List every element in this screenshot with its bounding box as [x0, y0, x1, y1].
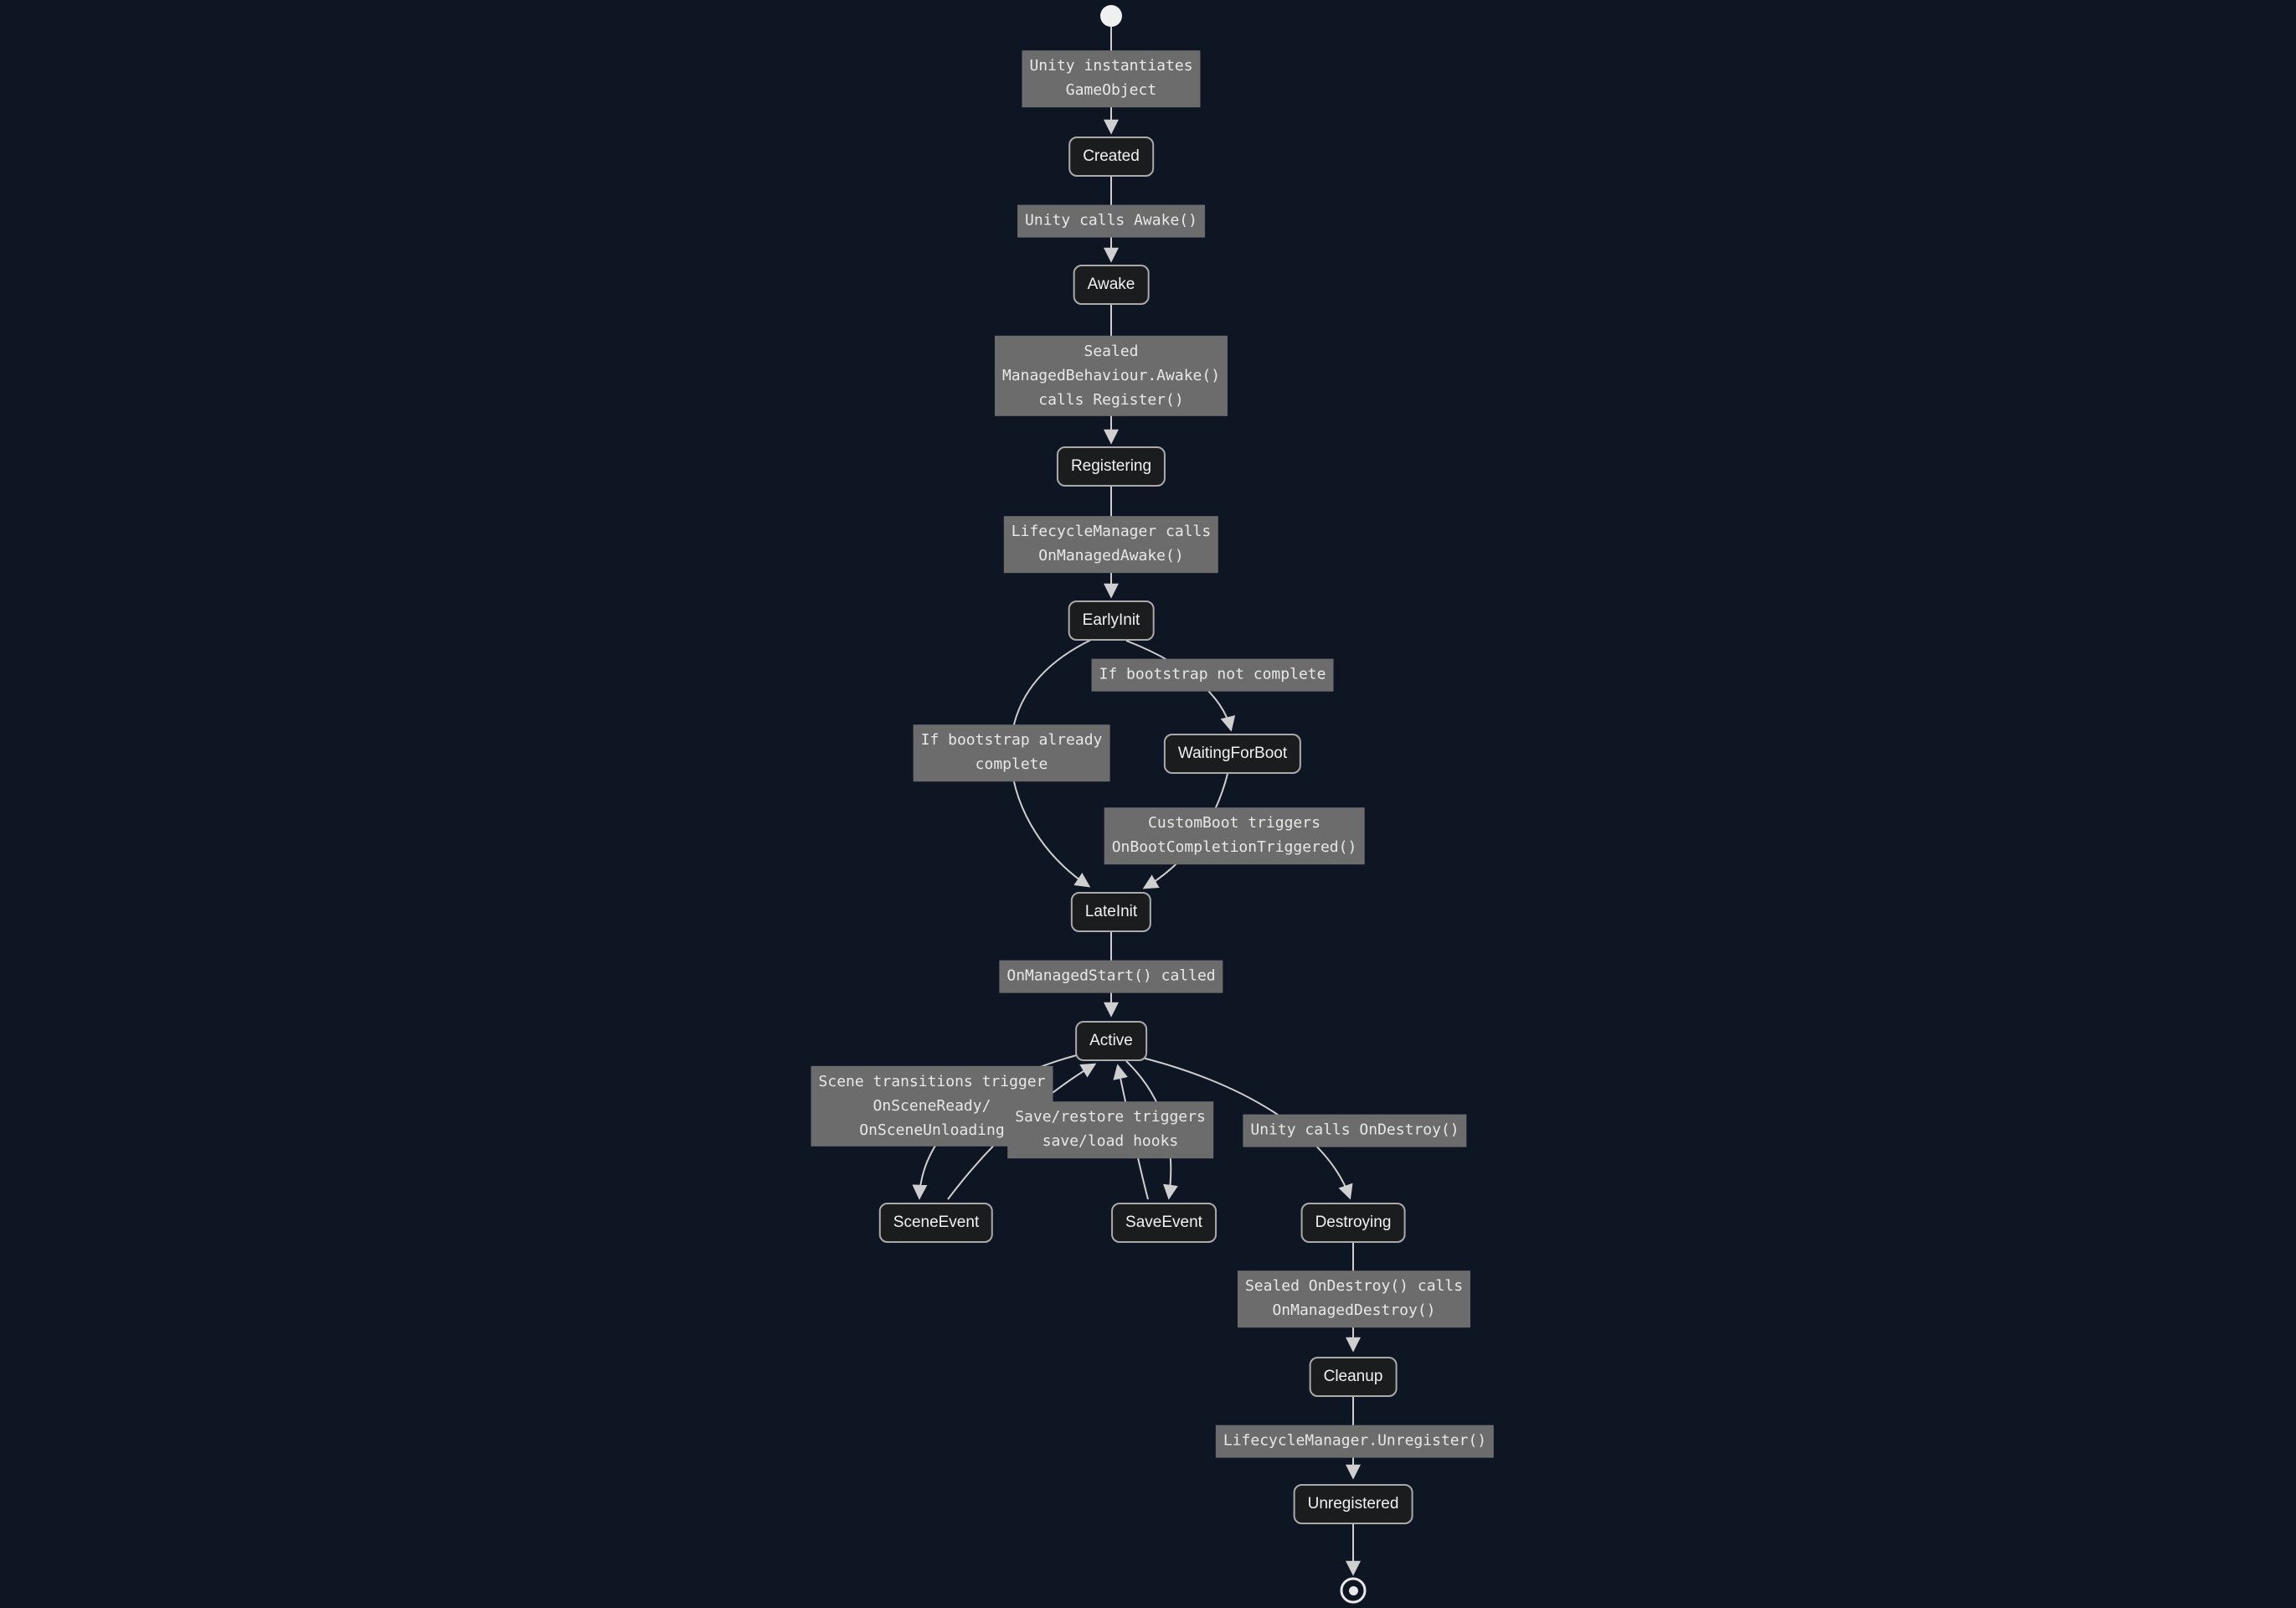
state-waitingforboot: WaitingForBoot	[1163, 734, 1302, 774]
edge-label-custom-boot: CustomBoot triggers OnBootCompletionTrig…	[1104, 807, 1365, 864]
edge-label-boot-not-complete: If bootstrap not complete	[1091, 658, 1334, 692]
edge-label-sealed-awake: Sealed ManagedBehaviour.Awake() calls Re…	[994, 335, 1228, 417]
end-state-node	[1340, 1577, 1367, 1604]
state-awake: Awake	[1073, 265, 1150, 305]
edge-label-save-restore: Save/restore triggers save/load hooks	[1007, 1101, 1213, 1158]
edge-label-unity-awake: Unity calls Awake()	[1017, 204, 1205, 238]
state-saveevent: SaveEvent	[1111, 1203, 1217, 1243]
state-registering: Registering	[1056, 446, 1166, 487]
state-unregistered: Unregistered	[1293, 1484, 1413, 1524]
edge-active-to-destroying	[1131, 1054, 1353, 1200]
state-earlyinit: EarlyInit	[1068, 600, 1155, 641]
edge-label-unregister: LifecycleManager.Unregister()	[1215, 1425, 1495, 1458]
edge-label-managed-start: OnManagedStart() called	[999, 960, 1223, 993]
state-active: Active	[1075, 1021, 1147, 1061]
edge-label-sealed-destroy: Sealed OnDestroy() calls OnManagedDestro…	[1237, 1270, 1471, 1327]
state-sceneevent: SceneEvent	[878, 1203, 994, 1243]
start-state-node	[1100, 5, 1122, 27]
edge-label-instantiate: Unity instantiates GameObject	[1022, 50, 1201, 107]
edge-label-lifecycle-awake: LifecycleManager calls OnManagedAwake()	[1003, 516, 1219, 573]
edge-label-unity-destroy: Unity calls OnDestroy()	[1243, 1114, 1467, 1147]
state-destroying: Destroying	[1300, 1203, 1406, 1243]
end-state-inner-dot	[1348, 1585, 1358, 1595]
state-lateinit: LateInit	[1070, 892, 1152, 932]
state-created: Created	[1068, 137, 1154, 177]
state-cleanup: Cleanup	[1309, 1357, 1398, 1397]
edge-label-boot-already-complete: If bootstrap already complete	[913, 724, 1110, 781]
